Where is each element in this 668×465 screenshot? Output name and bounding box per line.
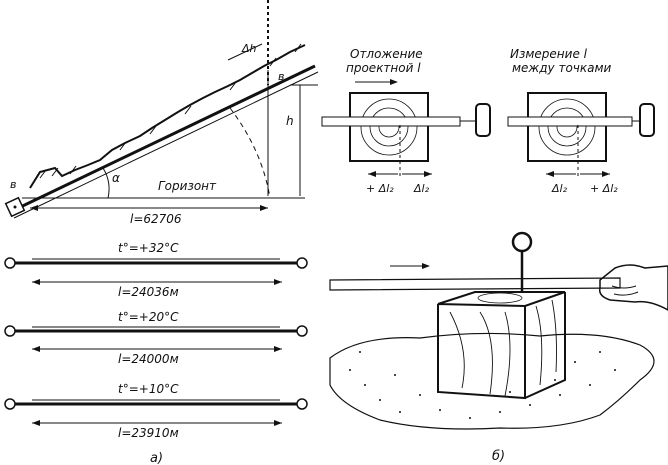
height-label: h <box>286 114 294 128</box>
tape-1: t°=+32°C l=24036м <box>4 241 308 299</box>
projection-arc <box>229 107 271 199</box>
tape-1-length: l=24036м <box>118 285 179 299</box>
steel-tape <box>329 277 621 291</box>
ground-patch <box>329 332 655 430</box>
point-b-label: в <box>278 70 284 83</box>
stake-illustration <box>329 231 668 430</box>
delta-h-label: Δh <box>241 42 257 55</box>
slope-diagram: в в Δh h α Горизонт l=62706 <box>4 0 319 226</box>
caption-b: б) <box>492 449 505 464</box>
slope-tape <box>9 64 316 214</box>
angle-label: α <box>112 171 120 185</box>
stake-left <box>349 92 429 162</box>
right-title-line1: Измерение l <box>510 47 588 61</box>
terrain-profile <box>29 44 306 189</box>
tape-3: t°=+10°C l=23910м <box>4 382 308 440</box>
tape-3-temperature: t°=+10°C <box>118 382 179 396</box>
left-minus-delta: Δl₂ <box>413 182 430 195</box>
pin-ring <box>511 231 533 253</box>
tape-2-temperature: t°=+20°C <box>118 310 179 324</box>
tape-3-length: l=23910м <box>118 426 179 440</box>
total-length-label: l=62706 <box>130 212 182 226</box>
left-title-line1: Отложение <box>350 47 423 61</box>
wooden-stake <box>437 291 566 400</box>
tape-handle-right <box>639 103 655 137</box>
right-plus-delta: + Δl₂ <box>590 182 618 195</box>
right-title-line2: между точками <box>512 61 612 75</box>
point-v-label: в <box>10 178 16 191</box>
stake-right <box>527 92 607 162</box>
left-plus-delta: + Δl₂ <box>366 182 394 195</box>
terrain-hatching <box>39 43 302 179</box>
tape-2: t°=+20°C l=24000м <box>4 310 308 366</box>
right-minus-delta: Δl₂ <box>551 182 568 195</box>
setting-out-diagram: Отложение проектной l + Δl₂ Δl₂ <box>321 47 491 195</box>
measuring-diagram: Измерение l между точками Δl₂ + Δl₂ <box>507 47 655 195</box>
caption-a: а) <box>150 451 163 465</box>
tape-1-temperature: t°=+32°C <box>118 241 179 255</box>
tape-2-length: l=24000м <box>118 352 179 366</box>
horizon-label: Горизонт <box>158 179 217 193</box>
tape-handle-left <box>475 103 491 137</box>
left-title-line2: проектной l <box>346 61 421 75</box>
hand <box>598 264 668 311</box>
